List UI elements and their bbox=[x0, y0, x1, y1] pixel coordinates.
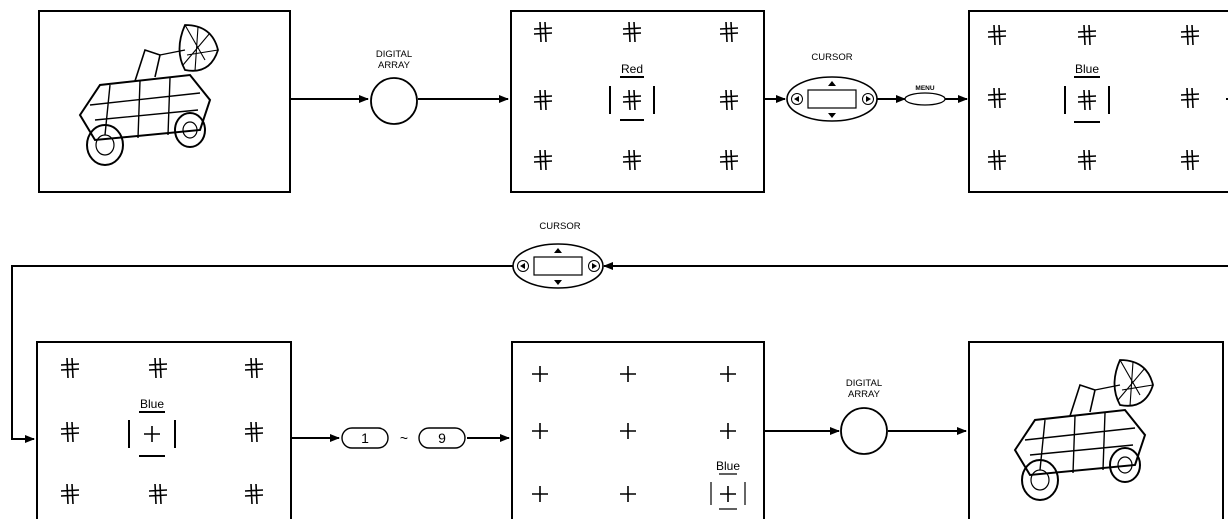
camera-image-panel-top bbox=[39, 11, 290, 192]
number-key-1-label: 1 bbox=[361, 430, 369, 446]
camera-image-panel-bottom bbox=[969, 342, 1223, 519]
cursor-pad-middle[interactable] bbox=[513, 244, 603, 288]
color-label-blue-2: Blue bbox=[140, 397, 164, 411]
cursor-top-label: CURSOR bbox=[811, 52, 852, 63]
digital-array-2-button[interactable] bbox=[841, 408, 887, 454]
number-key-range-separator: ~ bbox=[400, 430, 408, 446]
digital-array-2-label-line2: ARRAY bbox=[848, 389, 881, 400]
number-key-1[interactable]: 1 bbox=[342, 428, 388, 448]
digital-array-1-label-line1: DIGITAL bbox=[376, 49, 412, 60]
digital-array-1-button[interactable] bbox=[371, 78, 417, 124]
digital-array-1-label-line2: ARRAY bbox=[378, 60, 411, 71]
menu-label: MENU bbox=[915, 85, 934, 92]
number-key-9[interactable]: 9 bbox=[419, 428, 465, 448]
cursor-pad-top[interactable] bbox=[787, 77, 877, 121]
cursor-middle-label: CURSOR bbox=[539, 221, 580, 232]
digital-array-2-label-line1: DIGITAL bbox=[846, 378, 882, 389]
color-label-blue-3: Blue bbox=[716, 459, 740, 473]
number-key-9-label: 9 bbox=[438, 430, 446, 446]
menu-button[interactable] bbox=[905, 93, 945, 105]
grid-panel-blue-1 bbox=[969, 11, 1228, 192]
color-label-red: Red bbox=[621, 62, 643, 76]
color-label-blue-1: Blue bbox=[1075, 62, 1099, 76]
